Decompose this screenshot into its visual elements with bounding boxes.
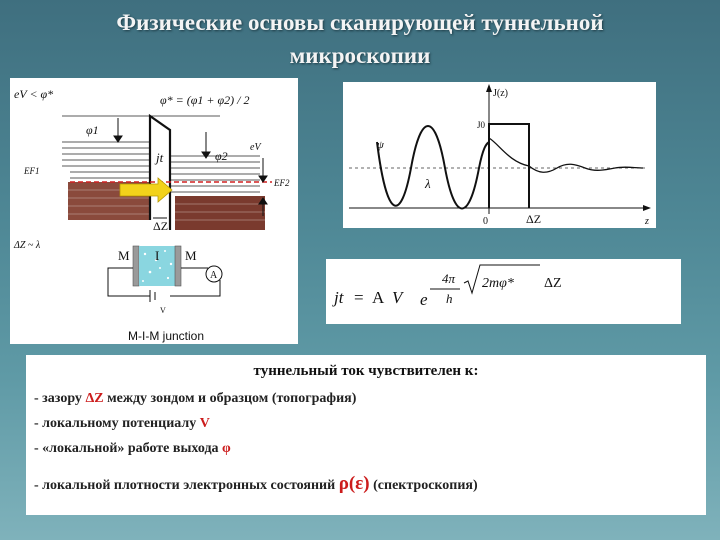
fermi-left-label: EF1 <box>23 166 40 176</box>
list-item-density-of-states: - локальной плотности электронных состоя… <box>34 473 478 495</box>
sensitivity-heading: туннельный ток чувствителен к: <box>253 363 479 379</box>
metal-hatching <box>68 189 265 221</box>
metal-left-label: M <box>118 248 130 263</box>
item-work-function-pre: - «локальной» работе выхода <box>34 441 223 456</box>
circuit-wires <box>107 267 221 302</box>
transmitted-wave-curve <box>528 163 644 173</box>
formula-V: V <box>392 288 405 307</box>
psi-label: ψ <box>377 139 384 151</box>
slide-title: Физические основы сканирующей туннельной… <box>0 6 720 72</box>
band-lines <box>62 115 260 193</box>
formula-equals: = <box>354 288 364 307</box>
formula-trailing: ΔZ <box>544 276 562 291</box>
item-potential-highlight: V <box>199 416 210 431</box>
title-line-1: Физические основы сканирующей туннельной <box>116 10 604 35</box>
energy-diagram-panel: eV < φ* φ* = (φ1 + φ2) / 2 φ1 φ2 jt eV E… <box>10 78 298 344</box>
insulator-layer <box>139 246 175 286</box>
sensitivity-panel: туннельный ток чувствителен к: - зазору … <box>26 355 706 515</box>
battery-label: V <box>160 306 166 315</box>
gap-condition-label: ΔZ ~ λ <box>13 240 41 251</box>
wavefunction-curve <box>376 125 490 210</box>
phi1-label: φ1 <box>86 123 99 137</box>
current-axis-arrowhead <box>486 84 492 92</box>
tunnel-current-arrow <box>119 177 173 203</box>
phi-star-formula-label: φ* = (φ1 + φ2) / 2 <box>160 93 249 107</box>
root-content: 2mφ* <box>482 276 514 291</box>
list-item-gap: - зазору ΔZ между зондом и образцом (топ… <box>34 391 356 407</box>
junction-caption: M-I-M junction <box>128 329 204 343</box>
insulator-label: I <box>155 248 159 263</box>
y-axis-label: J(z) <box>493 88 508 99</box>
current-distance-graph-svg: J(z) J0 ψ λ 0 ΔZ z <box>349 84 651 227</box>
exponent-numerator: 4π <box>442 271 456 286</box>
item-dos-pre: - локальной плотности электронных состоя… <box>34 478 339 493</box>
gap-label: ΔZ <box>153 219 168 233</box>
square-root-sign <box>463 264 540 295</box>
title-line-2: микроскопии <box>289 43 431 68</box>
item-dos-post: (спектроскопия) <box>369 478 478 493</box>
item-gap-pre: - зазору <box>34 391 86 406</box>
current-distance-graph-panel: J(z) J0 ψ λ 0 ΔZ z <box>343 82 656 228</box>
tunnel-current-formula-panel: jt = A V e 4π h 2mφ* ΔZ <box>326 259 681 324</box>
tunnel-barrier <box>148 113 172 230</box>
exponent-denominator: h <box>446 291 453 306</box>
x-axis-label: z <box>644 216 649 227</box>
right-metal-electrode <box>174 245 182 287</box>
ammeter-label: A <box>210 270 218 281</box>
item-potential-pre: - локальному потенциалу <box>34 416 200 431</box>
lambda-label: λ <box>424 176 431 191</box>
origin-label: 0 <box>483 216 488 227</box>
eV-label: eV <box>250 142 262 153</box>
insulator-speckles <box>142 250 173 282</box>
formula-e: e <box>420 290 428 309</box>
eV-condition-label: eV < φ* <box>14 87 53 101</box>
j0-label: J0 <box>477 120 486 130</box>
current-label: jt <box>154 150 164 165</box>
energy-diagram-svg: eV < φ* φ* = (φ1 + φ2) / 2 φ1 φ2 jt eV E… <box>13 87 290 343</box>
ammeter-icon <box>205 265 223 283</box>
metal-right-label: M <box>185 248 197 263</box>
z-axis-arrowhead <box>643 205 651 211</box>
decay-curve <box>488 137 530 167</box>
item-work-function-highlight: φ <box>222 441 231 456</box>
barrier-box <box>488 123 530 208</box>
formula-svg: jt = A V e 4π h 2mφ* ΔZ <box>332 264 562 309</box>
item-dos-highlight: ρ(ε) <box>338 473 370 494</box>
list-item-work-function: - «локальной» работе выхода φ <box>34 441 231 457</box>
fermi-right-label: EF2 <box>273 178 290 188</box>
metal-right-region <box>175 196 265 230</box>
list-item-potential: - локальному потенциалу V <box>34 416 210 432</box>
formula-A: A <box>372 288 385 307</box>
formula-lhs: jt <box>332 288 345 307</box>
phi2-label: φ2 <box>215 149 228 163</box>
item-gap-highlight: ΔZ <box>85 391 104 406</box>
item-gap-post: между зондом и образцом (топография) <box>103 391 357 406</box>
energy-arrows <box>113 118 268 219</box>
left-metal-electrode <box>132 245 140 287</box>
graph-gap-label: ΔZ <box>526 212 541 226</box>
